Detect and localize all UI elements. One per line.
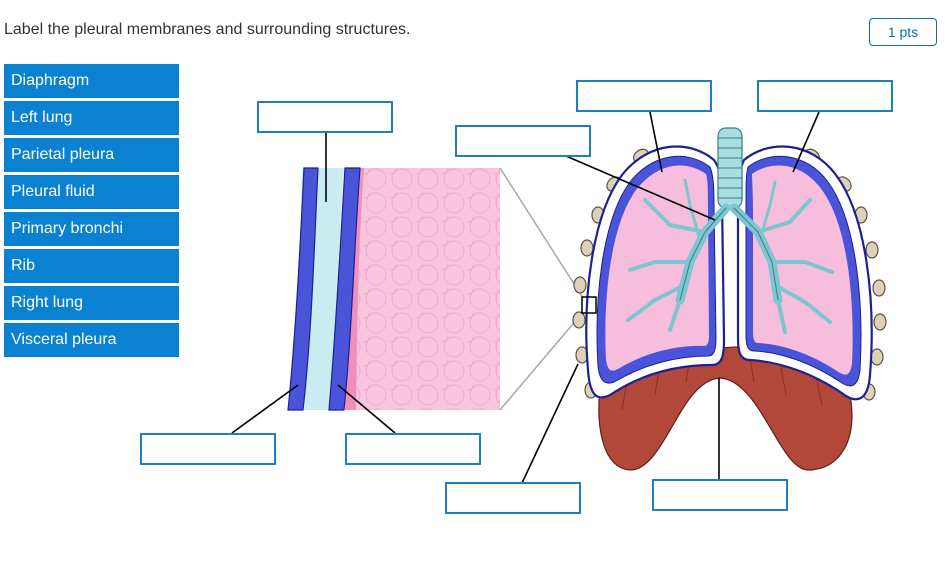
drop-target-pleural-fluid[interactable] [257,101,393,133]
label-right-lung[interactable]: Right lung [4,286,179,320]
label-primary-bronchi[interactable]: Primary bronchi [4,212,179,246]
drop-target-left-lung[interactable] [757,80,893,112]
drop-target-primary-bronchi[interactable] [455,125,591,157]
visceral-pleura-zoom [328,167,361,411]
points-badge: 1 pts [869,18,937,46]
leader-lines [231,111,820,484]
pleura-detail [287,167,584,411]
right-lung [585,145,726,399]
drop-target-visceral-pleura[interactable] [345,433,481,465]
label-bank: Diaphragm Left lung Parietal pleura Pleu… [4,64,179,360]
bronchial-tree [626,127,834,334]
label-diaphragm[interactable]: Diaphragm [4,64,179,98]
parietal-pleura-zoom [287,167,319,411]
left-lung [736,145,873,401]
zoom-line-bottom [499,311,584,411]
label-pleural-fluid[interactable]: Pleural fluid [4,175,179,209]
drop-target-rib[interactable] [445,482,581,514]
drop-target-parietal-pleura[interactable] [140,433,276,465]
label-rib[interactable]: Rib [4,249,179,283]
zoom-marker [581,296,597,314]
zoom-line-top [499,167,584,299]
drop-target-diaphragm[interactable] [652,479,788,511]
label-left-lung[interactable]: Left lung [4,101,179,135]
question-prompt: Label the pleural membranes and surround… [4,21,411,38]
lung-tissue-zoom [352,168,500,410]
ribs [572,148,887,401]
drop-target-right-lung[interactable] [576,80,712,112]
label-parietal-pleura[interactable]: Parietal pleura [4,138,179,172]
label-visceral-pleura[interactable]: Visceral pleura [4,323,179,357]
